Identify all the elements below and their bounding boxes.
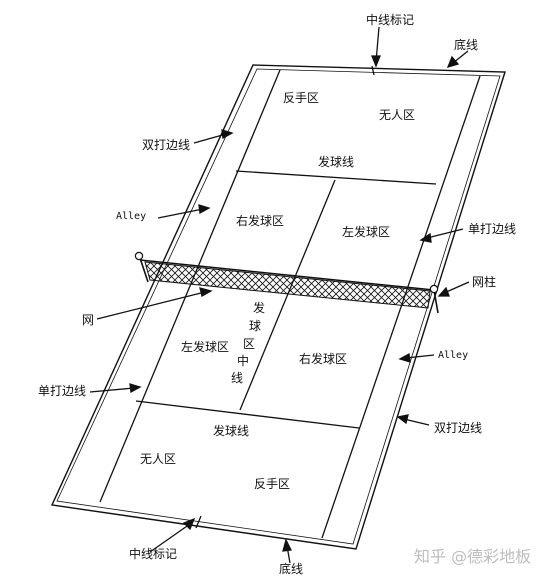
right-service-box-bottom-label: 右发球区 — [299, 352, 348, 366]
backhand-area-bottom-label: 反手区 — [254, 477, 291, 491]
doubles-court-outline — [50, 64, 506, 550]
net-post-right — [433, 289, 439, 314]
alley-right-label: Alley — [438, 350, 469, 361]
alley-left-label: Alley — [116, 211, 147, 222]
doubles-court-inner-outline — [56, 68, 501, 545]
callout-arrows — [89, 26, 470, 564]
doubles-sideline-left-label: 双打边线 — [142, 138, 191, 152]
singles-sideline-left-label: 单打边线 — [38, 384, 87, 398]
bottom-center-mark-label: 中线标记 — [129, 547, 178, 561]
center-service-line — [239, 179, 336, 411]
watermark: 知乎 @德彩地板 — [414, 547, 532, 566]
service-line-top-label: 发球线 — [318, 155, 355, 169]
center-service-line-char-3: 区 — [243, 337, 256, 351]
service-line-top — [235, 170, 437, 185]
left-service-box-top-label: 左发球区 — [342, 225, 391, 239]
net-post-left-cap — [134, 251, 144, 261]
top-center-mark — [371, 65, 375, 76]
left-service-box-bottom-label: 左发球区 — [181, 340, 230, 354]
singles-sideline-right — [321, 75, 481, 539]
center-service-line-char-5: 线 — [231, 371, 244, 385]
bottom-center-mark — [195, 515, 202, 529]
net-label: 网 — [82, 313, 95, 327]
singles-sideline-right-label: 单打边线 — [468, 222, 517, 236]
center-service-line-char-1: 发 — [253, 301, 266, 315]
net-post-left — [139, 257, 149, 283]
backhand-area-top-label: 反手区 — [283, 91, 320, 105]
singles-sideline-left — [99, 69, 281, 503]
top-baseline-label: 底线 — [454, 38, 479, 52]
net-mesh — [144, 261, 431, 309]
center-service-line-char-4: 中 — [237, 354, 250, 368]
top-center-mark-label: 中线标记 — [366, 13, 415, 27]
no-mans-land-top-label: 无人区 — [379, 108, 416, 122]
service-line-bottom-label: 发球线 — [213, 424, 250, 438]
no-mans-land-bottom-label: 无人区 — [140, 452, 177, 466]
net-post-right-cap — [429, 284, 439, 294]
service-line-bottom — [135, 400, 360, 429]
doubles-sideline-right-label: 双打边线 — [434, 421, 483, 435]
net-post-label: 网柱 — [472, 275, 497, 289]
right-service-box-top-label: 右发球区 — [236, 214, 285, 228]
bottom-baseline-label: 底线 — [279, 562, 304, 576]
center-service-line-char-2: 球 — [249, 319, 262, 333]
net-cord-top — [139, 259, 435, 291]
